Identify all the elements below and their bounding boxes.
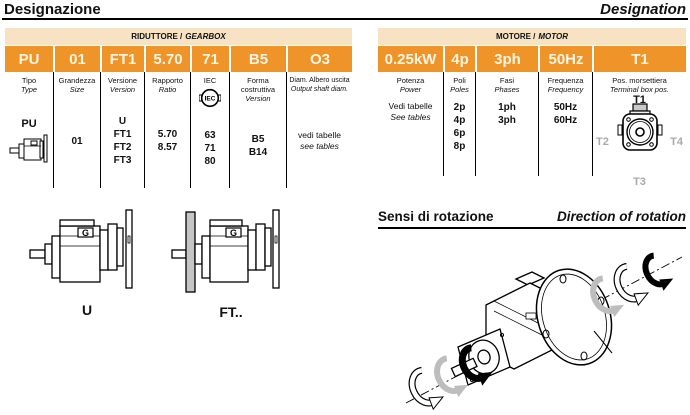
col-label: Versione Version <box>107 76 138 94</box>
code-cell-frequency: 50Hz <box>538 46 592 72</box>
code-cell-terminal: T1 <box>592 46 686 72</box>
motor-col-terminal: Pos. morsettiera Terminal box pos. T1 T2… <box>592 72 686 188</box>
svg-text:G: G <box>82 228 89 238</box>
page-title-en: Designation <box>600 1 686 18</box>
code-cell-phases: 3ph <box>475 46 538 72</box>
motor-front-icon <box>617 103 662 151</box>
rotation-arrow-gray-top <box>590 275 624 318</box>
rotation-heading-it: Sensi di rotazione <box>378 209 494 224</box>
code-cell-poles: 4p <box>443 46 475 72</box>
gearbox-ft-image: G <box>171 209 280 293</box>
rotation-heading-en: Direction of rotation <box>557 209 686 224</box>
terminal-pos-t4: T4 <box>670 136 683 148</box>
motor-col-power: Potenza Power Vedi tabelle See tables <box>388 76 433 122</box>
gearbox-ft-drawing: G FT.. <box>170 204 292 320</box>
gearbox-col-mounting: Forma costruttiva Version B5 B14 <box>229 72 286 188</box>
gearbox-side-icon <box>9 133 49 164</box>
terminal-position-diagram: T1 T2 T4 T3 <box>593 94 686 188</box>
col-label: Fasi Phases <box>494 76 520 94</box>
code-cell-version: FT1 <box>100 46 144 72</box>
drawing-label-ft: FT.. <box>219 304 243 320</box>
motor-col-frequency: Frequenza Frequency 50Hz 60Hz <box>538 72 592 176</box>
gearbox-u-image: G <box>29 209 133 289</box>
code-cell-ratio: 5.70 <box>144 46 190 72</box>
motor-header-it: MOTORE / <box>495 32 536 41</box>
code-cell-mounting: B5 <box>229 46 286 72</box>
col-label: Tipo Type <box>20 76 38 94</box>
code-cell-type: PU <box>5 46 53 72</box>
motor-header-en: MOTOR <box>538 32 569 41</box>
gearbox-header-it: RIDUTTORE / <box>131 32 183 41</box>
drawing-label-u: U <box>81 302 93 318</box>
gearbox-table-body: Tipo Type PU <box>5 72 352 188</box>
page-title: Designazione <box>4 1 101 18</box>
gearbox-table-header: RIDUTTORE / GEARBOX <box>5 28 352 45</box>
rotation-arrow-black-bottom <box>458 344 493 386</box>
motor-table-header: MOTORE / MOTOR <box>378 28 686 45</box>
col-label: Potenza Power <box>396 76 425 94</box>
code-cell-size: 01 <box>53 46 100 72</box>
code-cell-shaft: O3 <box>286 46 352 72</box>
col-label: Forma costruttiva Version <box>240 76 276 103</box>
motor-col-poles: Poli Poles 2p 4p 6p 8p <box>443 72 475 176</box>
motor-rotation-drawing <box>398 235 688 413</box>
motor-table-body: Potenza Power Vedi tabelle See tables Po… <box>378 72 686 188</box>
gearbox-col-ratio: Rapporto Ratio 5.70 8.57 <box>144 72 190 188</box>
col-label: Rapporto Ratio <box>152 76 183 94</box>
rotation-arrow-outline-top <box>613 262 650 307</box>
type-value: PU <box>21 118 37 130</box>
gearbox-col-type: Tipo Type PU <box>5 72 53 188</box>
gearbox-code-row: PU 01 FT1 5.70 71 B5 O3 <box>5 46 352 72</box>
size-value: 01 <box>71 135 83 147</box>
svg-text:IEC: IEC <box>205 96 216 103</box>
code-cell-iec: 71 <box>190 46 229 72</box>
rotation-arrow-black-top <box>642 252 674 291</box>
gearbox-col-iec: IEC IEC 63 71 80 <box>190 72 229 188</box>
col-label: Pos. morsettiera Terminal box pos. <box>610 76 669 94</box>
gearbox-header-en: GEARBOX <box>185 32 226 41</box>
col-label: Frequenza Frequency <box>547 76 584 94</box>
svg-text:G: G <box>230 228 237 238</box>
col-label: IEC <box>203 76 217 85</box>
terminal-pos-t2: T2 <box>596 136 609 148</box>
gearbox-col-shaft: Diam. Albero uscita Output shaft diam. v… <box>286 72 352 188</box>
iec-logo-icon: IEC <box>199 87 221 109</box>
motor-col-phases: Fasi Phases 1ph 3ph <box>475 72 538 176</box>
terminal-pos-t3: T3 <box>633 176 646 188</box>
col-label: Diam. Albero uscita Output shaft diam. <box>289 77 350 93</box>
rotation-rule <box>378 227 686 229</box>
rotation-arrow-outline-bottom <box>408 366 445 411</box>
motor-code-row: 0.25kW 4p 3ph 50Hz T1 <box>378 46 686 72</box>
header-rule <box>2 18 688 20</box>
col-label: Grandezza Size <box>58 76 96 94</box>
motor-table: MOTORE / MOTOR 0.25kW 4p 3ph 50Hz T1 Pot… <box>378 28 686 188</box>
code-cell-power: 0.25kW <box>378 46 443 72</box>
terminal-pos-t1: T1 <box>633 94 646 106</box>
gearbox-col-size: Grandezza Size 01 <box>53 72 100 188</box>
gearbox-u-drawing: G U <box>28 206 146 318</box>
gearbox-col-version: Versione Version U FT1 FT2 FT3 <box>100 72 144 188</box>
col-label: Poli Poles <box>450 76 469 94</box>
gearbox-table: RIDUTTORE / GEARBOX PU 01 FT1 5.70 71 B5… <box>5 28 352 188</box>
rotation-arrow-gray-bottom <box>434 355 468 398</box>
